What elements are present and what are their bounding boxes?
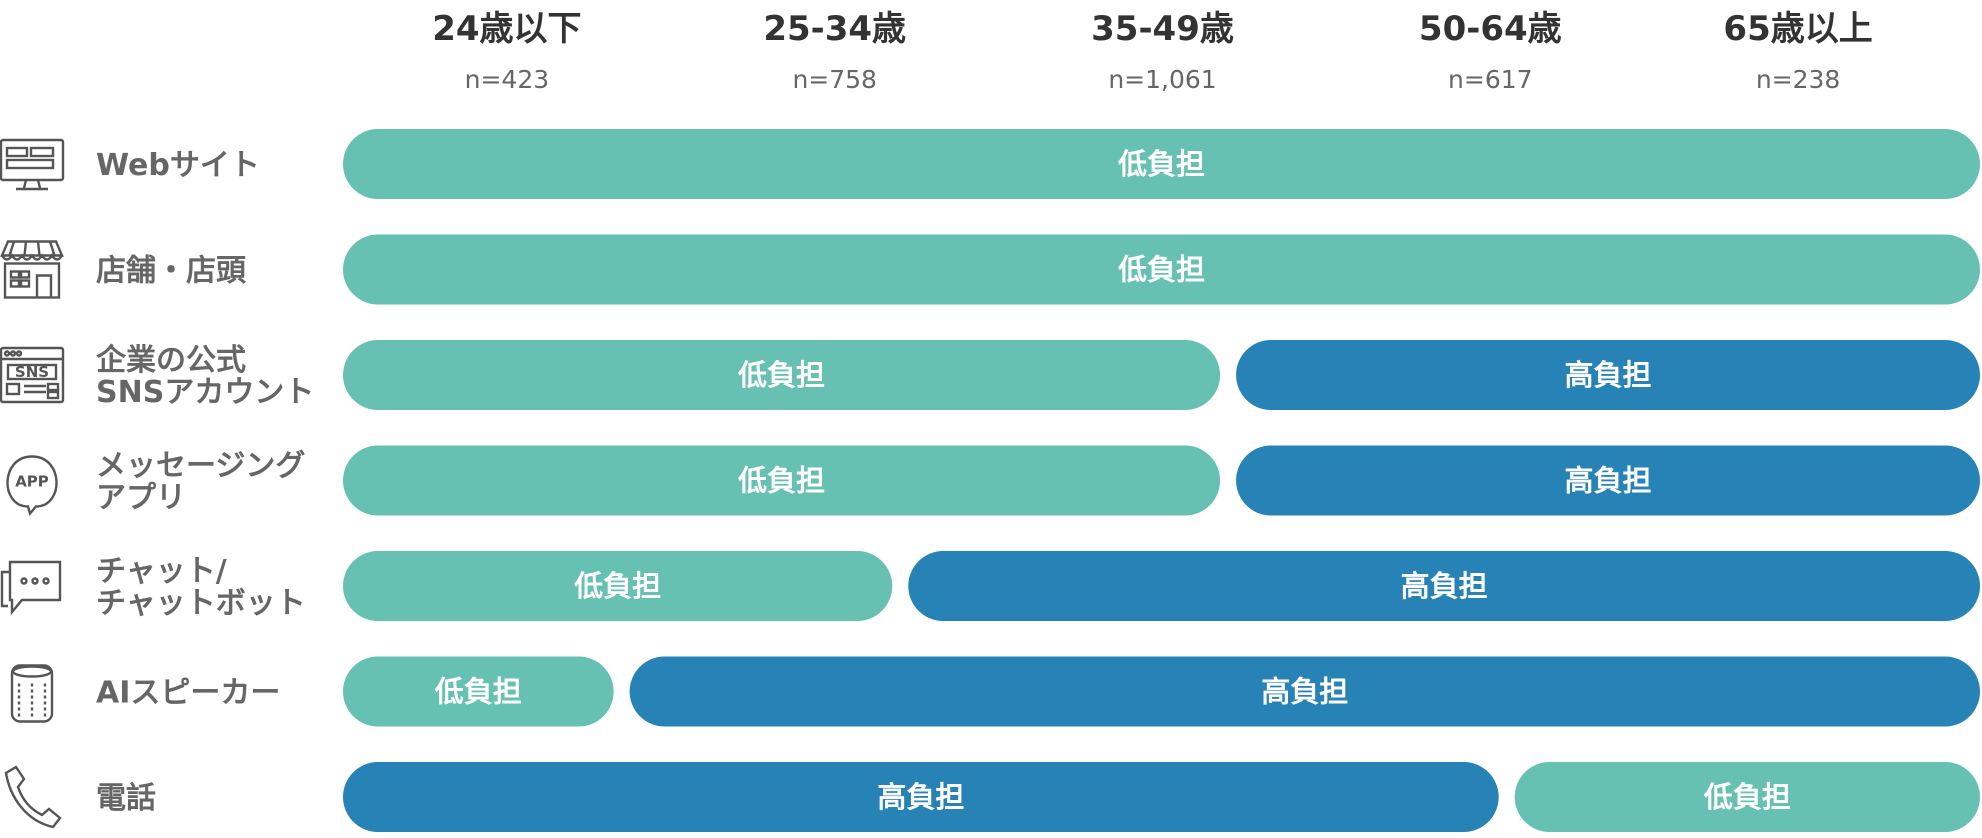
- sns-window-icon: SNS: [0, 346, 65, 404]
- storefront-icon: [0, 240, 64, 299]
- segment-label: 低負担: [1117, 253, 1205, 287]
- low-burden-bar: [1514, 762, 1980, 832]
- low-burden-bar: [343, 445, 1221, 516]
- channel-label: AIスピーカー: [96, 676, 280, 711]
- age-group-label: 24歳以下: [432, 9, 581, 49]
- low-burden-bar: [343, 340, 1221, 410]
- svg-text:APP: APP: [15, 473, 49, 491]
- segment-label: 低負担: [573, 569, 661, 603]
- channel-label: Webサイト: [96, 148, 260, 183]
- age-group-label: 35-49歳: [1091, 9, 1234, 49]
- sample-size-label: n=1,061: [1108, 65, 1216, 94]
- sample-size-label: n=617: [1448, 65, 1533, 94]
- channel-label: SNSアカウント: [96, 375, 314, 410]
- segment-label: 低負担: [1703, 780, 1791, 814]
- phone-handset-icon: [4, 765, 62, 829]
- app-bubble-icon: APP: [6, 455, 58, 516]
- channel-label: メッセージング: [96, 449, 305, 484]
- high-burden-bar: [908, 551, 1980, 621]
- channel-label: チャット/: [96, 554, 227, 589]
- segment-label: 高負担: [877, 780, 964, 814]
- monitor-icon: [0, 138, 65, 191]
- chat-bubble-icon: [0, 560, 62, 616]
- segment-label: 高負担: [1401, 569, 1488, 603]
- channel-label: 電話: [96, 781, 156, 816]
- segment-label: 高負担: [1565, 358, 1652, 392]
- smart-speaker-icon: [10, 664, 54, 723]
- channel-label: チャットボット: [96, 586, 306, 621]
- high-burden-bar: [343, 762, 1499, 832]
- svg-text:SNS: SNS: [15, 363, 49, 381]
- sample-size-label: n=758: [792, 65, 877, 94]
- sample-size-label: n=423: [465, 65, 550, 94]
- low-burden-bar: [343, 234, 1980, 305]
- high-burden-bar: [629, 656, 1980, 727]
- age-group-label: 50-64歳: [1419, 9, 1562, 49]
- low-burden-bar: [343, 551, 893, 621]
- segment-label: 低負担: [737, 358, 825, 392]
- low-burden-bar: [343, 129, 1980, 199]
- segment-label: 低負担: [737, 464, 825, 498]
- segment-label: 低負担: [1117, 147, 1205, 181]
- segment-label: 高負担: [1565, 464, 1652, 498]
- high-burden-bar: [1236, 340, 1980, 410]
- channel-label: アプリ: [96, 481, 186, 516]
- channel-label: 企業の公式: [96, 343, 246, 378]
- age-group-label: 65歳以上: [1723, 9, 1872, 49]
- segment-label: 低負担: [434, 675, 522, 709]
- sample-size-label: n=238: [1756, 65, 1841, 94]
- channel-label: 店舗・店頭: [96, 254, 247, 289]
- age-group-label: 25-34歳: [763, 9, 906, 49]
- segment-label: 高負担: [1261, 675, 1348, 709]
- low-burden-bar: [343, 656, 614, 727]
- high-burden-bar: [1236, 445, 1980, 516]
